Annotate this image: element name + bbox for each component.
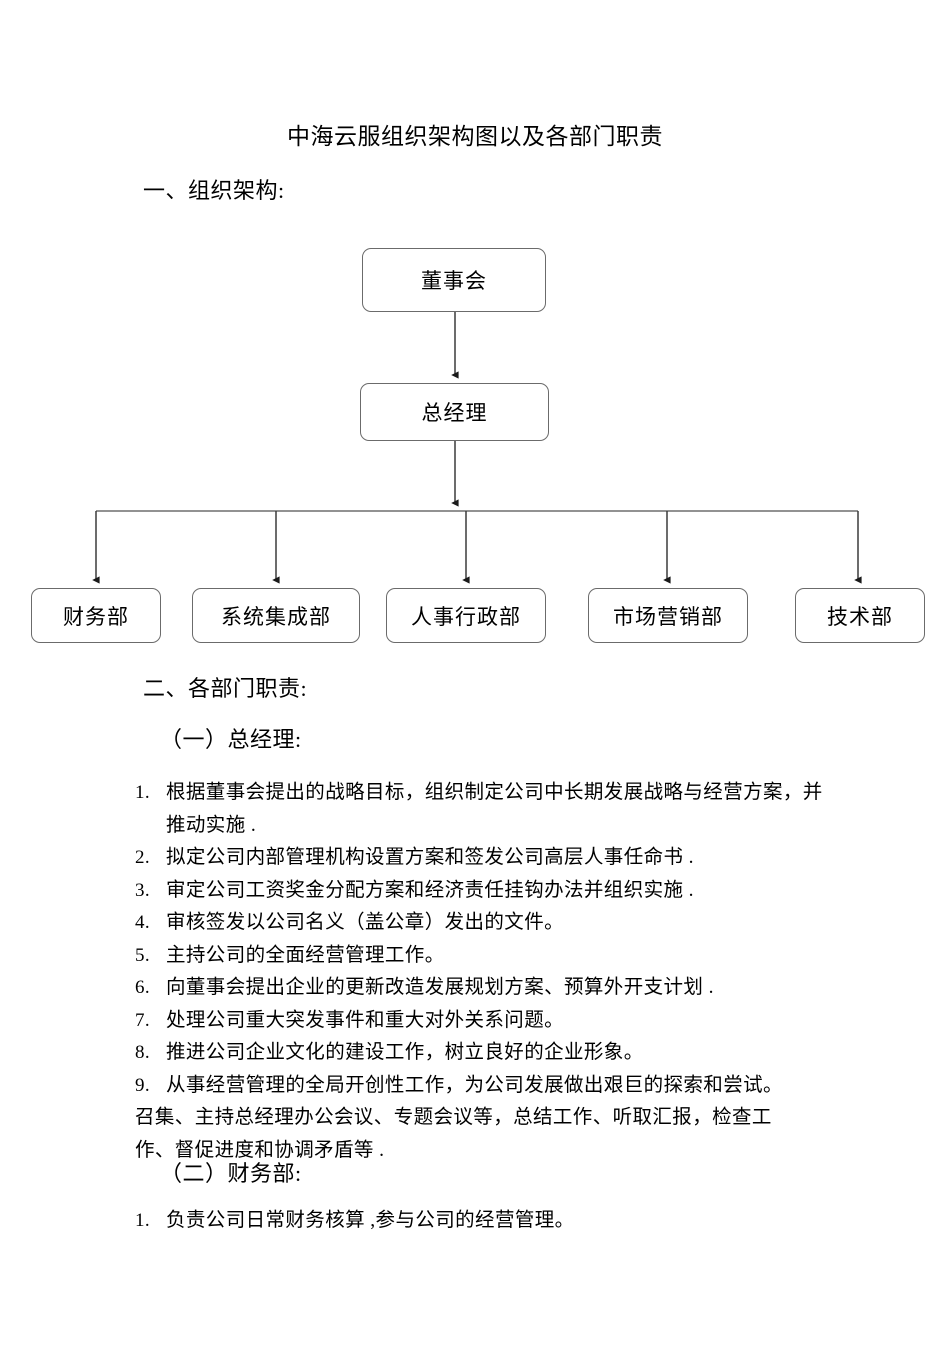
list-item-number: 6. — [135, 977, 151, 998]
list-item-number: 1. — [135, 782, 151, 803]
list-item: 8. 推进公司企业文化的建设工作，树立良好的企业形象。 — [135, 1037, 835, 1070]
general-manager-duty-list: 1. 根据董事会提出的战略目标，组织制定公司中长期发展战略与经营方案，并推动实施… — [135, 777, 835, 1167]
org-chart-connectors — [92, 312, 862, 584]
list-item: 7. 处理公司重大突发事件和重大对外关系问题。 — [135, 1005, 835, 1038]
list-item-text: 主持公司的全面经营管理工作。 — [166, 944, 445, 966]
list-item: 1. 根据董事会提出的战略目标，组织制定公司中长期发展战略与经营方案，并推动实施… — [135, 777, 835, 842]
list-item-text: 审定公司工资奖金分配方案和经济责任挂钩办法并组织实施 . — [166, 879, 694, 901]
list-item-number: 8. — [135, 1042, 151, 1063]
org-node-department-technology: 技术部 — [795, 588, 925, 643]
list-item: 4. 审核签发以公司名义（盖公章）发出的文件。 — [135, 907, 835, 940]
org-node-department-marketing: 市场营销部 — [588, 588, 748, 643]
list-item-text: 推进公司企业文化的建设工作，树立良好的企业形象。 — [166, 1042, 644, 1063]
general-manager-trailing-paragraph: 召集、主持总经理办公会议、专题会议等，总结工作、听取汇报，检查工作、督促进度和协… — [135, 1107, 772, 1161]
list-item-number: 9. — [135, 1074, 151, 1096]
list-item-text: 向董事会提出企业的更新改造发展规划方案、预算外开支计划 . — [166, 977, 714, 998]
list-item: 1. 负责公司日常财务核算 ,参与公司的经营管理。 — [135, 1205, 835, 1238]
section-heading-department-duties: 二、各部门职责: — [143, 676, 308, 701]
org-node-general-manager: 总经理 — [360, 383, 549, 441]
list-item-text: 根据董事会提出的战略目标，组织制定公司中长期发展战略与经营方案，并推动实施 . — [166, 782, 823, 836]
list-item: 5. 主持公司的全面经营管理工作。 — [135, 940, 835, 973]
finance-duty-list: 1. 负责公司日常财务核算 ,参与公司的经营管理。 — [135, 1205, 835, 1238]
list-item-text: 负责公司日常财务核算 ,参与公司的经营管理。 — [166, 1210, 575, 1231]
list-item-text: 审核签发以公司名义（盖公章）发出的文件。 — [166, 912, 565, 933]
list-item-text: 拟定公司内部管理机构设置方案和签发公司高层人事任命书 . — [166, 847, 694, 868]
subsection-heading-finance-department: （二）财务部: — [160, 1161, 302, 1186]
section-heading-org-structure: 一、组织架构: — [143, 178, 285, 203]
list-item-text: 处理公司重大突发事件和重大对外关系问题。 — [166, 1009, 565, 1031]
list-item-number: 5. — [135, 944, 151, 966]
list-item-number: 1. — [135, 1210, 151, 1231]
list-item: 2. 拟定公司内部管理机构设置方案和签发公司高层人事任命书 . — [135, 842, 835, 875]
org-node-department-hr-admin: 人事行政部 — [386, 588, 546, 643]
org-node-department-system-integration: 系统集成部 — [192, 588, 360, 643]
org-node-board: 董事会 — [362, 248, 546, 312]
org-chart: 董事会 总经理 财务部 系统集成部 人事行政部 市场营销部 技术部 — [0, 0, 950, 660]
page-title: 中海云服组织架构图以及各部门职责 — [287, 124, 663, 149]
list-item: 3. 审定公司工资奖金分配方案和经济责任挂钩办法并组织实施 . — [135, 875, 835, 908]
list-item-number: 7. — [135, 1009, 151, 1031]
list-item: 9. 从事经营管理的全局开创性工作，为公司发展做出艰巨的探索和尝试。 — [135, 1070, 835, 1103]
org-node-department-finance: 财务部 — [31, 588, 161, 643]
subsection-heading-general-manager: （一）总经理: — [160, 727, 302, 752]
list-item-text: 从事经营管理的全局开创性工作，为公司发展做出艰巨的探索和尝试。 — [166, 1074, 783, 1096]
list-item-number: 3. — [135, 879, 151, 901]
list-item-number: 4. — [135, 912, 151, 933]
list-item: 6. 向董事会提出企业的更新改造发展规划方案、预算外开支计划 . — [135, 972, 835, 1005]
list-item-number: 2. — [135, 847, 151, 868]
